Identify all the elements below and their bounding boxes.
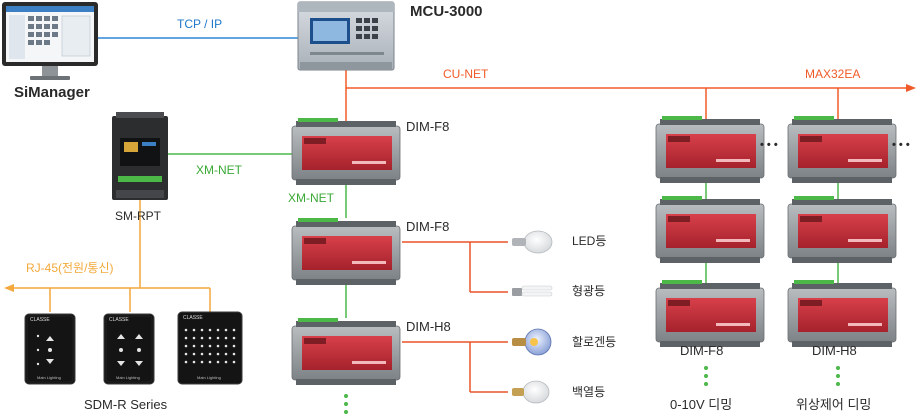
panel-brand-3: CLASSE [183,315,203,321]
mcu-label: MCU-3000 [410,3,483,20]
dimmer-module-icon [787,279,897,348]
lamp-incandescent-label: 백열등 [572,385,606,399]
repeater-icon [112,112,168,200]
light-bulb-icon [512,328,552,356]
dim-h8-label: DIM-H8 [406,319,451,334]
dimmer-module-icon [291,217,401,286]
column-f8-label: DIM-F8 [680,343,724,358]
dimmer-module-icon [291,317,401,386]
xm-net-label-vertical: XM-NET [288,191,334,205]
cu-net-label: CU-NET [443,67,489,81]
tcp-ip-label: TCP / IP [177,17,223,31]
rj45-label: RJ-45(전원/통신) [26,261,114,275]
panel-caption-1: Main Lighting [37,375,61,380]
lamp-fluorescent-label: 형광등 [572,284,606,298]
panel-brand-1: CLASSE [30,317,50,323]
load-wiring-h8 [402,341,508,393]
max32ea-label: MAX32EA [805,67,861,81]
dimmer-module-icon [655,279,765,348]
dim-f8-top-label: DIM-F8 [406,119,450,134]
load-wiring-f8 [402,241,508,293]
switch-panel-icon [24,313,76,385]
switch-panel-icon [177,311,243,385]
dimmer-module-icon [655,115,765,184]
lamp-led-label: LED등 [572,234,607,248]
cu-net-arrow [906,84,916,92]
monitor-icon [2,2,98,80]
lamp-halogen-label: 할로겐등 [572,335,617,349]
simanager-label: SiManager [14,84,90,101]
dimmer-module-icon [655,195,765,264]
light-bulb-icon [512,230,553,254]
sdm-series-label: SDM-R Series [84,397,168,412]
dimmer-module-icon [787,195,897,264]
dimmer-module-icon [787,115,897,184]
panel-caption-2: Main Lighting [116,375,140,380]
dimming-phase-label: 위상제어 디밍 [796,397,872,412]
rj45-arrow [4,284,14,292]
panel-brand-2: CLASSE [109,317,129,323]
panel-caption-3: Main Lighting [197,375,221,380]
continuation-dots [344,366,840,414]
ellipsis-2: • • • [892,139,910,151]
light-bulb-icon [512,380,550,404]
ellipsis-1: • • • [760,139,778,151]
dim-f8-mid-label: DIM-F8 [406,219,450,234]
dimmer-module-icon [291,117,401,186]
sm-rpt-label: SM-RPT [115,209,161,223]
column-h8-label: DIM-H8 [812,343,857,358]
dimming-0-10v-label: 0-10V 디밍 [670,397,733,412]
light-bulb-icon [512,285,553,297]
switch-panel-icon [103,313,155,385]
xm-net-label-horizontal: XM-NET [196,163,242,177]
controller-icon [297,1,395,71]
